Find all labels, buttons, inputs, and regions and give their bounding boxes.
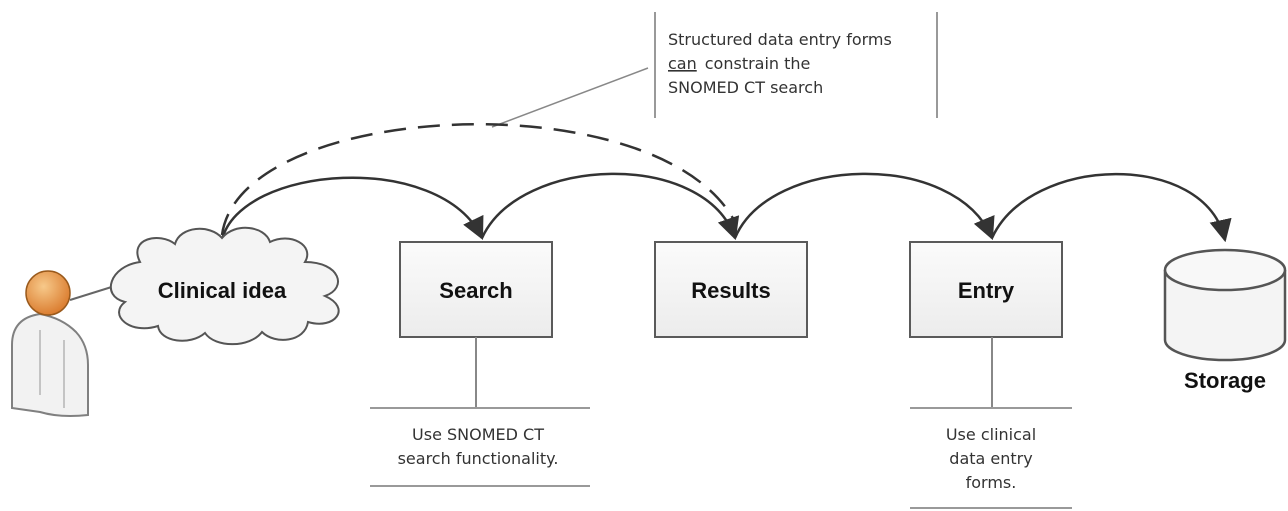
search-note: Use SNOMED CT search functionality. (370, 407, 590, 487)
callout-text-underlined-word: can (668, 54, 697, 73)
search-box: Search (399, 241, 553, 408)
dashed-arc-clinical-to-results (220, 123, 737, 236)
callout-text-line-3: SNOMED CT search (668, 78, 823, 97)
results-label: Results (691, 278, 770, 303)
entry-label: Entry (958, 278, 1015, 303)
storage-database-icon: Storage (1163, 248, 1287, 393)
search-label: Search (439, 278, 512, 303)
callout-leader-line (491, 67, 649, 128)
callout-text-line-2-rest: constrain the (705, 54, 811, 73)
entry-note-line-1: Use clinical (946, 425, 1036, 444)
arrow-clinical-to-search (220, 176, 484, 241)
entry-box: Entry (909, 241, 1063, 408)
entry-note-line-2: data entry (949, 449, 1032, 468)
arrow-entry-to-storage (990, 172, 1232, 243)
clinical-idea-cloud: Clinical idea (109, 226, 340, 346)
storage-label: Storage (1184, 368, 1266, 393)
arrow-search-to-results (480, 172, 740, 241)
clinical-idea-label: Clinical idea (158, 278, 287, 303)
results-box: Results (654, 241, 808, 338)
entry-note-line-3: forms. (966, 473, 1017, 492)
search-note-line-1: Use SNOMED CT (412, 425, 544, 444)
person-icon (11, 270, 119, 417)
arrow-results-to-entry (733, 172, 995, 241)
callout-text-line-1: Structured data entry forms (668, 30, 892, 49)
callout-note-structured-forms: Structured data entry forms can constrain… (491, 12, 938, 128)
entry-note: Use clinical data entry forms. (910, 407, 1072, 509)
search-note-line-2: search functionality. (398, 449, 559, 468)
